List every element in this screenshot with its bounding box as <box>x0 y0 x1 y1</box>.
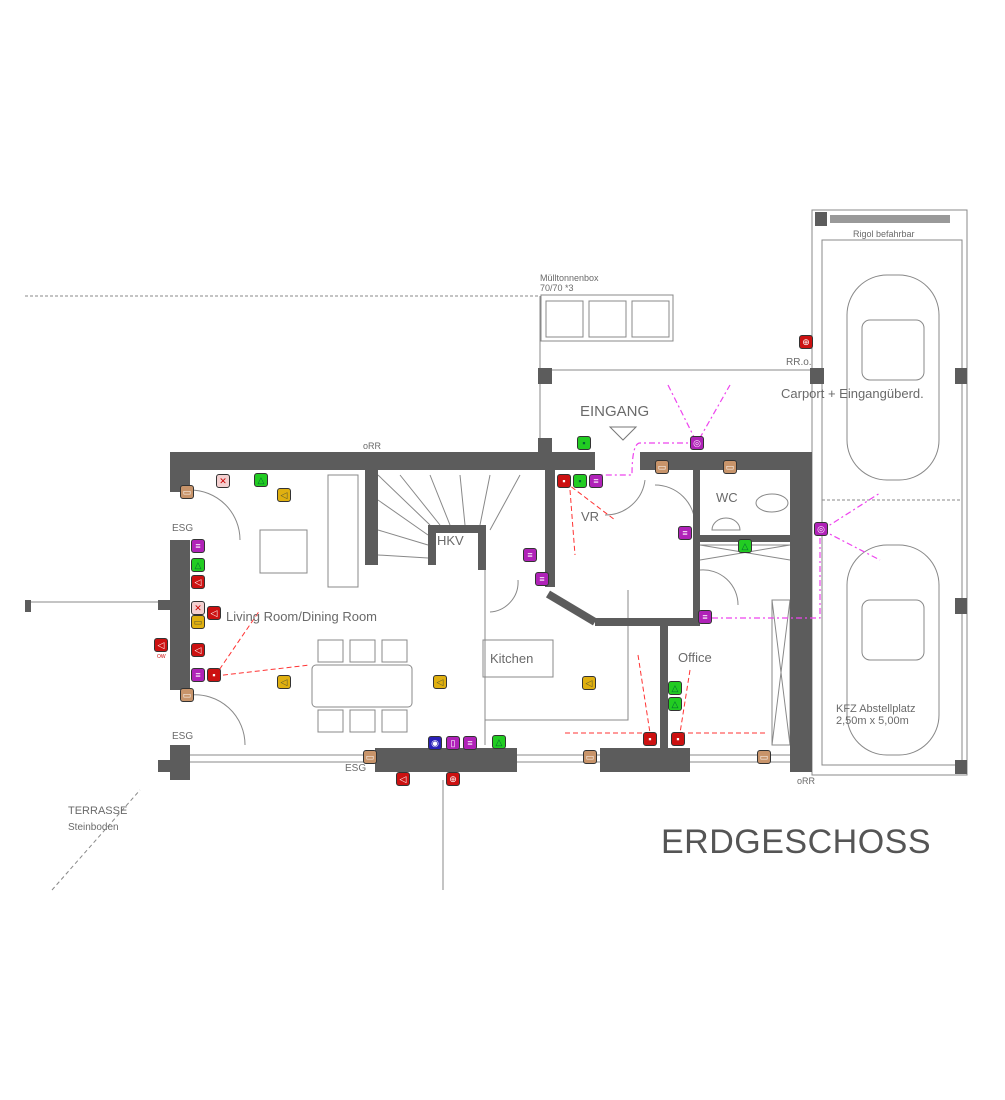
shutter-motor-icon[interactable]: ▭ <box>583 750 597 764</box>
network-outlet-icon[interactable]: ≡ <box>589 474 603 488</box>
orr-top-label: oRR <box>363 441 382 451</box>
network-outlet-icon[interactable]: ≡ <box>678 526 692 540</box>
speaker-icon[interactable]: ◁ <box>277 488 291 502</box>
esg-label: ESG <box>172 523 194 534</box>
esg-label: ESG <box>345 763 367 774</box>
speaker-icon[interactable]: ◁ <box>191 575 205 589</box>
speaker-icon[interactable]: ◁ <box>433 675 447 689</box>
floor-title: ERDGESCHOSS <box>661 823 931 861</box>
light-triangle-icon[interactable]: △ <box>254 473 268 487</box>
network-outlet-icon[interactable]: ≡ <box>463 736 477 750</box>
carport-label: Carport + Eingangüberd. <box>781 386 924 401</box>
light-triangle-icon[interactable]: △ <box>738 539 752 553</box>
smoke-detector-icon[interactable]: ✕ <box>191 601 205 615</box>
speaker-icon[interactable]: ◁ <box>154 638 168 652</box>
camera-icon[interactable]: ◎ <box>690 436 704 450</box>
esg-label: ESG <box>172 731 194 742</box>
socket-icon[interactable]: ▪ <box>557 474 571 488</box>
speaker-icon[interactable]: ◁ <box>582 676 596 690</box>
speaker-icon[interactable]: ◁ <box>396 772 410 786</box>
rr-o-label: RR.o. <box>786 357 812 368</box>
socket-icon[interactable]: ▪ <box>643 732 657 746</box>
camera-icon[interactable]: ◎ <box>814 522 828 536</box>
vr-label: VR <box>581 509 600 524</box>
wc-label: WC <box>716 490 738 505</box>
socket-icon[interactable]: ◉ <box>428 736 442 750</box>
entrance-label: EINGANG <box>580 403 650 420</box>
network-outlet-icon[interactable]: ⊕ <box>799 335 813 349</box>
speaker-icon[interactable]: ◁ <box>207 606 221 620</box>
parking-dim: 2,50m x 5,00m <box>836 715 909 727</box>
network-outlet-icon[interactable]: ▯ <box>446 736 460 750</box>
network-outlet-icon[interactable]: ≡ <box>191 539 205 553</box>
light-triangle-icon[interactable]: △ <box>492 735 506 749</box>
shutter-motor-icon[interactable]: ▭ <box>180 485 194 499</box>
terrace-label: TERRASSE <box>68 805 128 817</box>
socket-icon[interactable]: ▪ <box>207 668 221 682</box>
speaker-icon[interactable]: ◁ <box>277 675 291 689</box>
ow-label: OW <box>157 654 166 660</box>
network-outlet-icon[interactable]: ≡ <box>698 610 712 624</box>
walls <box>25 212 967 780</box>
terrace-floor-label: Steinboden <box>68 822 119 833</box>
socket-icon[interactable]: ▪ <box>671 732 685 746</box>
camera-icon[interactable]: ▪ <box>573 474 587 488</box>
rigol-label: Rigol befahrbar <box>853 229 915 239</box>
network-outlet-icon[interactable]: ⊕ <box>446 772 460 786</box>
living-room-label: Living Room/Dining Room <box>226 609 378 624</box>
socket-icon[interactable]: ▭ <box>191 615 205 629</box>
network-outlet-icon[interactable]: ≡ <box>523 548 537 562</box>
speaker-icon[interactable]: ◁ <box>191 643 205 657</box>
bin-box-dim: 70/70 *3 <box>540 283 574 293</box>
office-label: Office <box>678 650 712 665</box>
network-outlet-icon[interactable]: ≡ <box>191 668 205 682</box>
shutter-motor-icon[interactable]: ▭ <box>757 750 771 764</box>
kitchen-label: Kitchen <box>490 651 534 666</box>
light-triangle-icon[interactable]: △ <box>668 681 682 695</box>
smoke-detector-icon[interactable]: ✕ <box>216 474 230 488</box>
orr-bottom-label: oRR <box>797 776 816 786</box>
shutter-motor-icon[interactable]: ▭ <box>180 688 194 702</box>
shutter-motor-icon[interactable]: ▭ <box>655 460 669 474</box>
camera-icon[interactable]: ▪ <box>577 436 591 450</box>
bin-box-label: Mülltonnenbox <box>540 273 599 283</box>
network-outlet-icon[interactable]: ≡ <box>535 572 549 586</box>
shutter-motor-icon[interactable]: ▭ <box>363 750 377 764</box>
parking-label: KFZ Abstellplatz <box>836 703 916 715</box>
hkv-label: HKV <box>437 533 464 548</box>
shutter-motor-icon[interactable]: ▭ <box>723 460 737 474</box>
light-triangle-icon[interactable]: △ <box>668 697 682 711</box>
light-triangle-icon[interactable]: △ <box>191 558 205 572</box>
